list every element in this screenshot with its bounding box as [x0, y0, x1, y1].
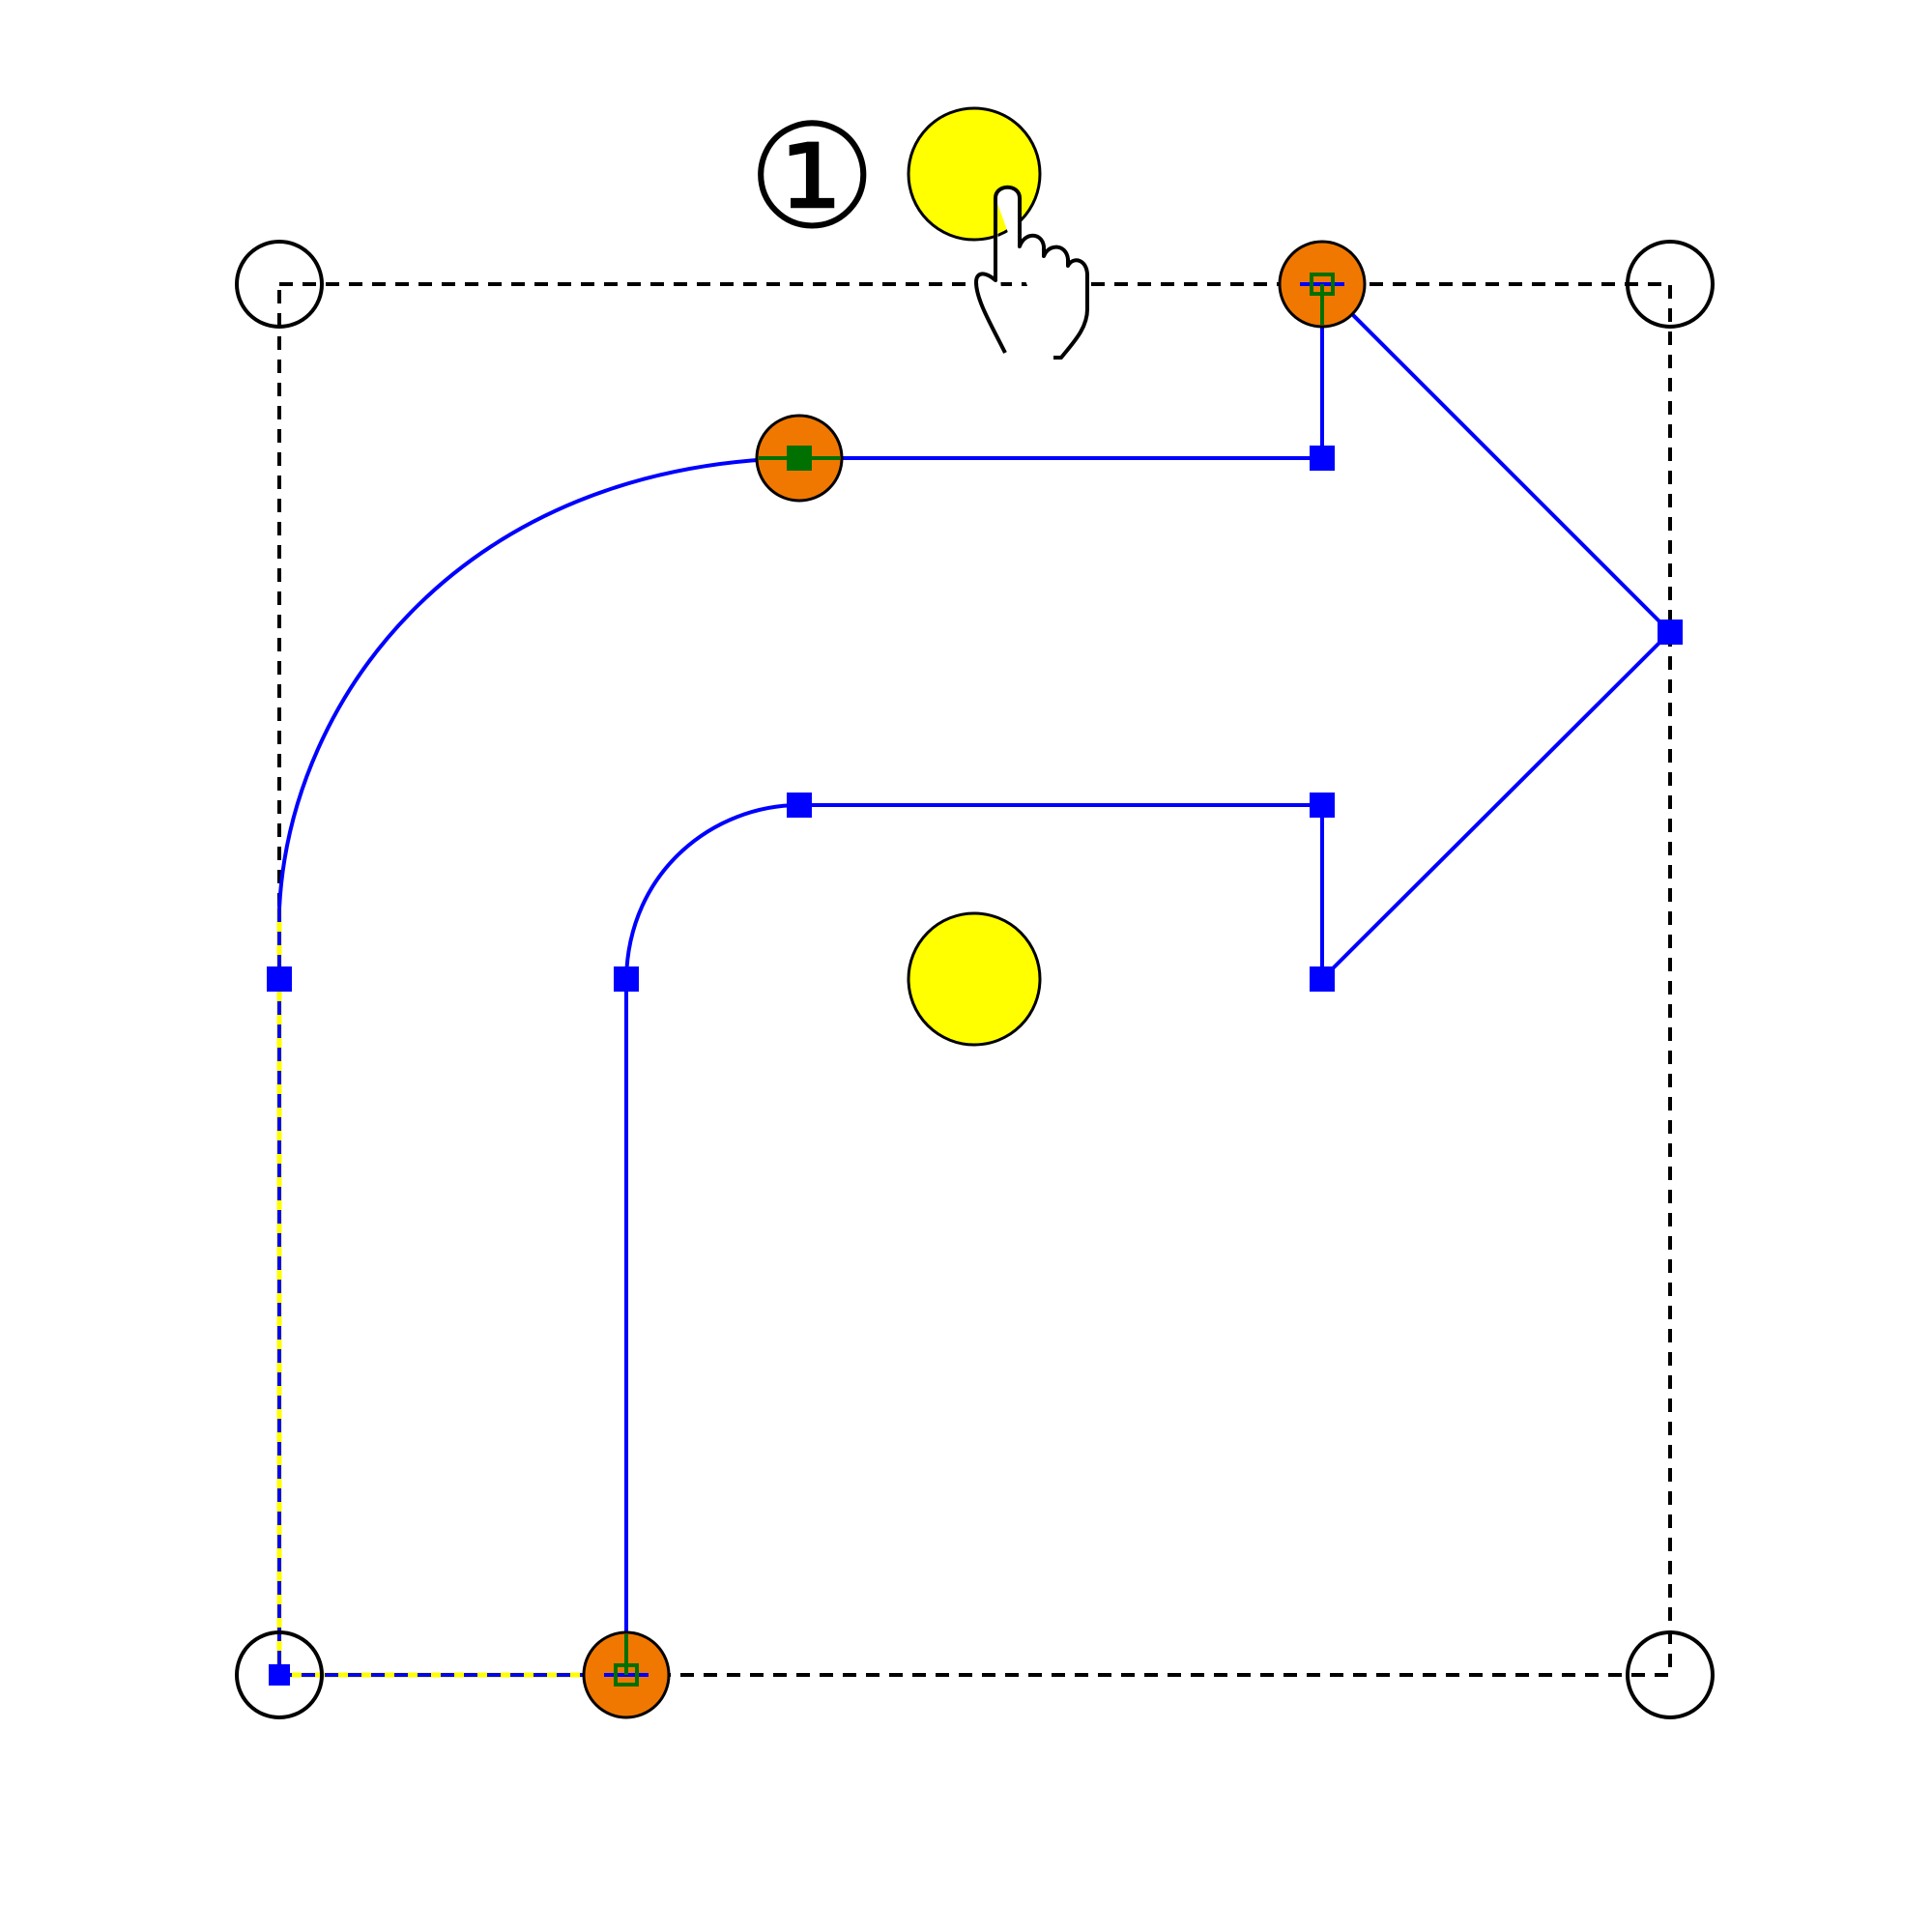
vertex-point[interactable]: [267, 966, 292, 992]
vertex-point[interactable]: [1658, 620, 1683, 645]
adjust-handle-curve[interactable]: [755, 414, 844, 503]
corner-handle-bottom-right[interactable]: [1626, 1630, 1715, 1719]
step-number-label: ①: [747, 94, 877, 262]
corner-handle-bottom-left[interactable]: [235, 1630, 324, 1719]
vertex-point[interactable]: [614, 966, 639, 992]
vertex-point[interactable]: [1310, 793, 1335, 818]
bent-arrow-outline[interactable]: [277, 279, 1673, 1675]
vertex-point[interactable]: [1310, 966, 1335, 992]
adjust-handle-bottom[interactable]: [582, 1630, 671, 1719]
center-handle[interactable]: [907, 911, 1042, 1047]
highlighted-edge-dashes: [277, 908, 626, 1677]
vertex-point[interactable]: [1310, 446, 1335, 471]
vertex-points: [267, 446, 1683, 1686]
vertex-point[interactable]: [787, 793, 812, 818]
adjust-handle-top[interactable]: [1278, 240, 1367, 329]
corner-handle-top-right[interactable]: [1626, 240, 1715, 329]
corner-handle-top-left[interactable]: [235, 240, 324, 329]
vertex-point[interactable]: [269, 1664, 290, 1686]
highlighted-edge: [276, 908, 626, 1678]
corner-handles: [235, 240, 1715, 1719]
hand-pointer-icon: [974, 185, 1089, 360]
